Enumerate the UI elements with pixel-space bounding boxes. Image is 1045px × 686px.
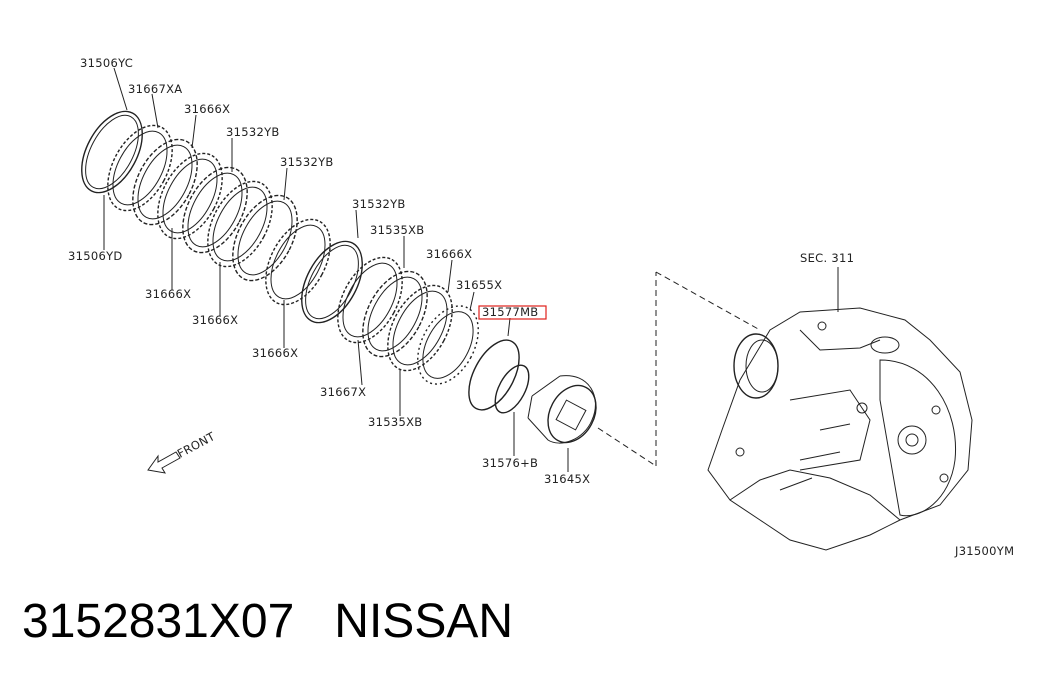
plate-31535xb-a (362, 270, 428, 358)
label-31532yb-3: 31532YB (352, 197, 406, 211)
seal-ring-31577mb (468, 339, 520, 411)
plate-31667x (337, 256, 403, 344)
plate-31532yb-c (301, 240, 363, 324)
piston-31645x (527, 375, 597, 444)
part-labels: 31506YC 31667XA 31666X 31532YB 31532YB 3… (68, 56, 590, 486)
label-31506yd: 31506YD (68, 249, 123, 263)
leader-lines (103, 67, 569, 472)
part-caption: 3152831X07 NISSAN (22, 598, 513, 646)
label-31667xa: 31667XA (128, 82, 182, 96)
label-31666x-5: 31666X (252, 346, 298, 360)
plate-31666x-d (265, 218, 331, 306)
brand-name: NISSAN (334, 595, 514, 648)
plate-31666x-a (132, 138, 198, 226)
part-number: 3152831X07 (22, 595, 295, 648)
label-31532yb-1: 31532YB (226, 125, 280, 139)
plate-31532yb-b (232, 194, 298, 282)
plate-31666x-b (157, 152, 223, 240)
projection-lines (597, 271, 761, 467)
label-31576b: 31576+B (482, 456, 538, 470)
label-31506yc: 31506YC (80, 56, 133, 70)
plate-31667xa (107, 124, 173, 212)
snap-ring-31506yc (81, 110, 143, 194)
drawing-code: J31500YM (954, 544, 1014, 558)
highlight-box-31577mb (478, 305, 547, 320)
label-31655x: 31655X (456, 278, 502, 292)
label-31577mb: 31577MB (482, 305, 539, 319)
front-direction: FRONT (147, 429, 218, 474)
front-label: FRONT (175, 429, 218, 461)
label-31666x-4: 31666X (192, 313, 238, 327)
plate-31532yb-a (182, 166, 248, 254)
label-31535xb-1: 31535XB (370, 223, 424, 237)
label-31535xb-2: 31535XB (368, 415, 422, 429)
label-sec-311: SEC. 311 (800, 251, 854, 265)
plate-31666x-c (207, 180, 273, 268)
label-31666x-1: 31666X (184, 102, 230, 116)
label-31645x: 31645X (544, 472, 590, 486)
spring-retainer-31655x (417, 305, 479, 385)
front-arrow-icon (147, 451, 181, 474)
transaxle-housing-illustration (707, 267, 973, 551)
label-31666x-3: 31666X (145, 287, 191, 301)
seal-ring-31576b (494, 364, 530, 414)
label-31667x: 31667X (320, 385, 366, 399)
plate-31666x-e (387, 284, 453, 372)
label-31532yb-2: 31532YB (280, 155, 334, 169)
label-31666x-2: 31666X (426, 247, 472, 261)
